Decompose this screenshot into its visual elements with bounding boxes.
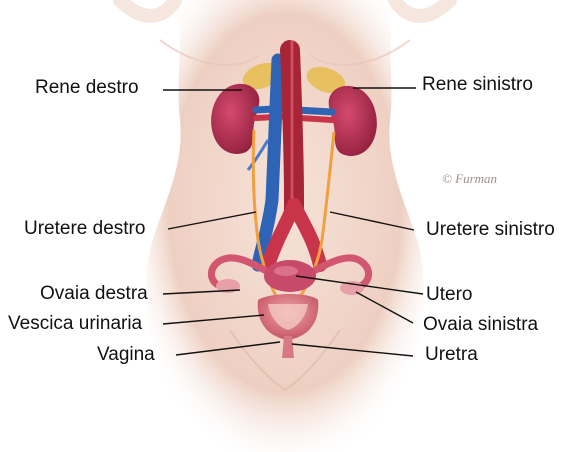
label-utero: Utero (426, 284, 472, 306)
label-uretere-destro: Uretere destro (24, 218, 145, 240)
vagina-urethra (282, 336, 294, 358)
label-rene-destro: Rene destro (35, 77, 139, 99)
label-uretere-sinistro: Uretere sinistro (426, 219, 555, 241)
label-rene-sinistro: Rene sinistro (422, 74, 533, 96)
uterus (264, 260, 316, 292)
label-ovaia-destra: Ovaia destra (40, 283, 148, 305)
label-uretra: Uretra (425, 344, 478, 366)
label-vagina: Vagina (97, 344, 155, 366)
label-vescica-urinaria: Vescica urinaria (8, 313, 142, 335)
artist-signature: © Furman (442, 171, 497, 186)
signature-text: © Furman (442, 171, 497, 186)
label-ovaia-sinistra: Ovaia sinistra (423, 314, 538, 336)
